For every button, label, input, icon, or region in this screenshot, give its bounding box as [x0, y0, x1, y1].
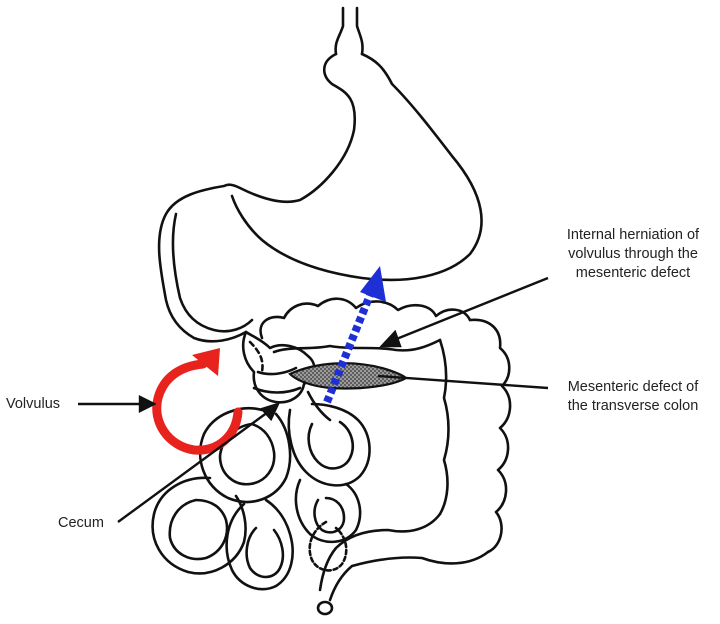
cecum — [241, 330, 316, 404]
descending-colon — [438, 318, 512, 554]
small-bowel-loops — [151, 390, 371, 591]
cecum-label: Cecum — [58, 515, 104, 531]
transverse-colon — [259, 297, 472, 354]
volvulus-label: Volvulus — [6, 396, 61, 412]
stomach — [157, 52, 483, 343]
esophagus — [334, 6, 364, 56]
herniation-arrow — [323, 266, 386, 404]
herniation-pointer — [393, 276, 549, 342]
sigmoid-colon — [318, 512, 490, 602]
defect-pointer — [377, 374, 549, 390]
volvulus-twist-arrow — [152, 348, 243, 455]
cecum-pointer — [117, 411, 269, 523]
mesenteric-defect-label: Mesenteric defect of the transverse colo… — [567, 379, 699, 414]
herniation-label: Internal herniation of volvulus through … — [566, 227, 700, 281]
